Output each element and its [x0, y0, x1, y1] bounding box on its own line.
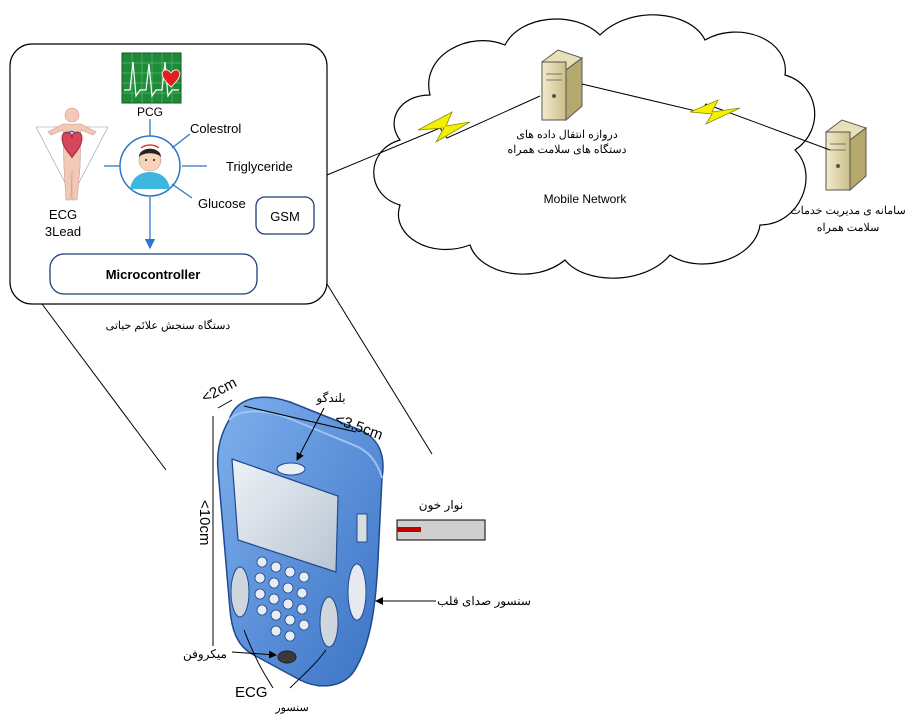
ecg-sensor-prefix: سنسور [274, 702, 308, 714]
microcontroller-label: Microcontroller [106, 267, 201, 282]
width-dimension-line [217, 399, 233, 409]
microcontroller-box [49, 253, 258, 295]
device-box-caption: دستگاه سنجش علائم حیاتی [106, 319, 231, 332]
server-label-line2: سلامت همراه [817, 222, 880, 234]
colestrol-label: Colestrol [190, 121, 241, 136]
cloud-label: Mobile Network [544, 192, 628, 206]
gateway-server-icon [540, 49, 584, 122]
strip-label: نوار خون [419, 498, 463, 512]
gsm-module-box [255, 196, 315, 235]
glucose-connector [171, 183, 193, 199]
gateway-label-line2: دستگاه های سلامت همراه [507, 143, 626, 156]
ecg-sensor-line-right [289, 649, 327, 689]
mobile-network-cloud [373, 14, 816, 279]
wireless-link-device-gateway [326, 95, 541, 176]
ecg-sensor-line-left [243, 629, 274, 689]
ecg-label-line1: ECG [49, 207, 77, 222]
portable-device-drawing [216, 396, 384, 687]
ecg-label-line2: 3Lead [45, 224, 81, 239]
speaker-label: بلندگو [315, 391, 345, 405]
triglyceride-label: Triglyceride [226, 159, 293, 174]
management-server-icon [824, 119, 868, 192]
server-label-line1: سامانه ی مدیریت خدمات [790, 205, 905, 217]
patient-avatar-icon [119, 135, 181, 197]
zoom-line-right [326, 283, 433, 455]
blood-strip-red-mark [397, 527, 421, 532]
pcg-label: PCG [137, 105, 163, 119]
wireless-link-gateway-server [581, 83, 831, 151]
glucose-label: Glucose [198, 196, 246, 211]
height-dimension-label: <10cm [196, 500, 213, 545]
microphone-label: میکروفن [183, 647, 227, 661]
colestrol-connector [171, 133, 191, 149]
width-dimension-label: <2cm [199, 374, 240, 406]
pcg-chart-icon [121, 52, 182, 104]
heart-sensor-label: سنسور صدای قلب [437, 594, 531, 608]
gsm-label: GSM [270, 209, 300, 224]
ecg-sensor-word: ECG [235, 684, 268, 701]
zoom-line-left [41, 303, 167, 471]
speaker-arrow [296, 407, 325, 461]
depth-dimension-line [243, 405, 357, 433]
gateway-label-line1: دروازه انتقال داده های [516, 129, 618, 141]
ecg-body-icon [35, 107, 109, 201]
